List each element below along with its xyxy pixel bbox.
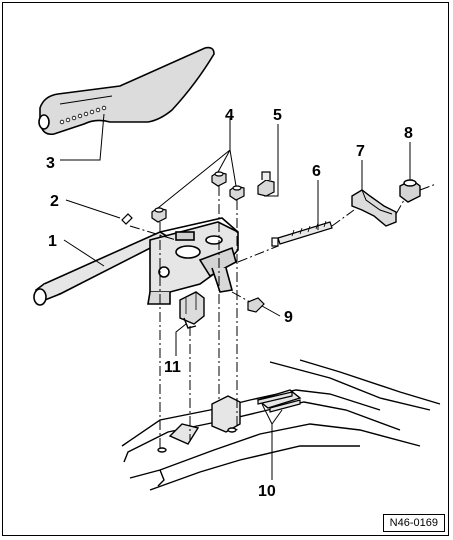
callout-11: 11 bbox=[164, 359, 181, 376]
callout-4: 4 bbox=[225, 107, 234, 124]
threaded-rod bbox=[271, 220, 333, 247]
adjusting-nut bbox=[399, 179, 421, 203]
brake-switch bbox=[247, 297, 265, 313]
callout-3: 3 bbox=[46, 155, 55, 172]
vehicle-floor bbox=[121, 359, 441, 491]
callout-8: 8 bbox=[404, 125, 413, 142]
equalizer-bracket bbox=[351, 189, 397, 227]
figure-reference-label: N46-0169 bbox=[382, 514, 445, 532]
callout-2: 2 bbox=[50, 193, 59, 210]
callout-10: 10 bbox=[258, 483, 276, 500]
diagram-frame bbox=[2, 2, 449, 536]
leader-lines bbox=[60, 113, 411, 480]
callout-5: 5 bbox=[273, 107, 282, 124]
mounting-bracket bbox=[179, 291, 205, 329]
handbrake-lever bbox=[33, 217, 239, 306]
nuts bbox=[151, 171, 245, 223]
handbrake-grip bbox=[38, 46, 215, 136]
bolt bbox=[257, 171, 275, 197]
assembly-lines bbox=[129, 183, 437, 450]
callout-9: 9 bbox=[284, 309, 293, 326]
callout-1: 1 bbox=[48, 233, 57, 250]
callout-6: 6 bbox=[312, 163, 321, 180]
floor-bolts bbox=[257, 391, 301, 413]
callout-7: 7 bbox=[356, 143, 365, 160]
retaining-clip bbox=[121, 213, 133, 225]
